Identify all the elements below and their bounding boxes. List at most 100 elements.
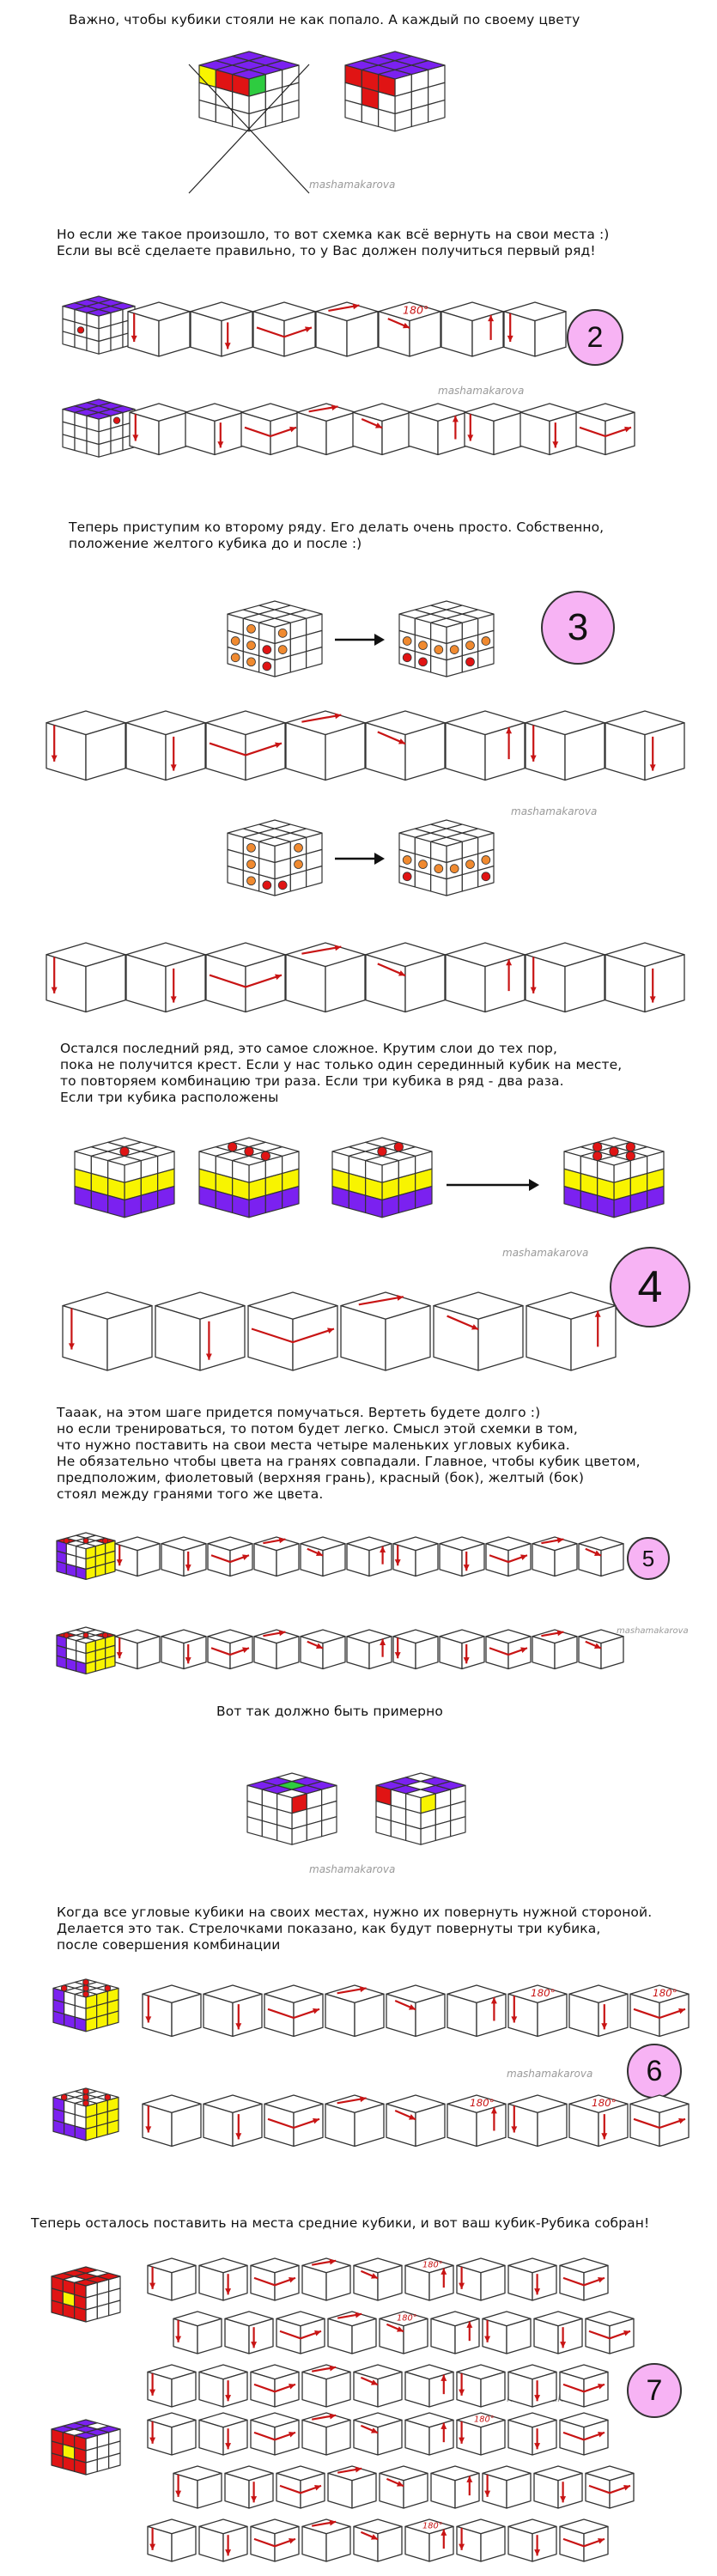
- rubik-cube: [51, 2419, 121, 2476]
- move-cube-icon: [408, 403, 468, 456]
- move-cube-icon: [46, 710, 126, 781]
- move-cube-icon: [300, 1629, 346, 1670]
- rubik-cube: [344, 51, 446, 132]
- watermark: mashamakarova: [511, 805, 598, 817]
- move-cube-icon: [568, 1984, 629, 2038]
- move-cube-icon: [224, 2465, 274, 2509]
- rotation-label: 180°: [653, 1987, 678, 1999]
- move-cube-icon: [485, 1629, 532, 1670]
- move-cube-icon: [185, 403, 245, 456]
- move-cube-icon: [301, 2364, 351, 2408]
- move-cube-icon: [629, 2094, 690, 2148]
- move-cube-icon: [404, 2364, 454, 2408]
- move-cube-icon: [507, 2412, 557, 2456]
- move-cube-icon: [482, 2465, 532, 2509]
- move-cube-icon: [441, 301, 504, 357]
- transition-arrow: [335, 634, 385, 646]
- move-cube-icon: [296, 403, 356, 456]
- rubik-cube: [51, 2266, 121, 2323]
- move-cube-icon: [532, 1536, 578, 1577]
- move-cube-icon: [301, 2518, 351, 2562]
- move-cube-icon: [276, 2465, 325, 2509]
- move-cube-icon: [155, 1291, 246, 1371]
- move-cube-icon: [300, 1536, 346, 1577]
- move-cube-icon: [129, 403, 189, 456]
- step-badge-4: 4: [610, 1247, 690, 1327]
- rotation-label: 180°: [470, 2097, 495, 2109]
- move-cube-icon: 180°: [447, 2094, 507, 2148]
- move-cube-icon: [533, 2311, 583, 2354]
- rubik-cube: [62, 398, 136, 458]
- move-cube-icon: [147, 2412, 197, 2456]
- move-cube-icon: [62, 1291, 153, 1371]
- move-cube-icon: [507, 2257, 557, 2301]
- move-cube-icon: [46, 942, 126, 1013]
- move-cube-icon: [464, 403, 524, 456]
- move-cube-icon: [379, 2465, 428, 2509]
- move-cube-icon: [203, 1984, 263, 2038]
- move-cube-icon: [198, 2412, 248, 2456]
- cross-out-line: [188, 64, 310, 194]
- step7-text: Теперь осталось поставить на места средн…: [31, 2215, 650, 2231]
- move-cube-icon: [240, 403, 301, 456]
- watermark: mashamakarova: [617, 1626, 689, 1636]
- move-cube-icon: [114, 1629, 161, 1670]
- move-cube-icon: [507, 2364, 557, 2408]
- move-cube-icon: [559, 2257, 609, 2301]
- move-cube-icon: [205, 710, 286, 781]
- move-cube-icon: [205, 942, 286, 1013]
- move-cube-icon: [585, 2465, 635, 2509]
- move-cube-icon: [285, 942, 366, 1013]
- move-cube-icon: [439, 1629, 485, 1670]
- move-cube-icon: [173, 2311, 222, 2354]
- rubik-cube: [52, 2087, 119, 2142]
- watermark: mashamakarova: [309, 179, 396, 191]
- move-cube-icon: [353, 2518, 403, 2562]
- move-cube-icon: 180°: [629, 1984, 690, 2038]
- rubik-cube: [62, 295, 136, 355]
- watermark: mashamakarova: [507, 2068, 593, 2080]
- move-cube-icon: [161, 1629, 207, 1670]
- move-cube-icon: [340, 1291, 431, 1371]
- move-cube-icon: [365, 942, 446, 1013]
- move-cube-icon: [578, 1629, 624, 1670]
- move-cube-icon: [507, 2094, 568, 2148]
- rubik-cube: [56, 1532, 116, 1581]
- move-cube-icon: [507, 2518, 557, 2562]
- move-cube-icon: [327, 2311, 377, 2354]
- step-badge-2: 2: [567, 309, 623, 366]
- move-cube-icon: [114, 1536, 161, 1577]
- move-cube-icon: [127, 301, 191, 357]
- move-cube-icon: [250, 2518, 300, 2562]
- rubik-cube: [198, 51, 300, 132]
- rubik-cube: [74, 1137, 175, 1218]
- move-cube-icon: [456, 2257, 506, 2301]
- rubik-cube: [563, 1137, 665, 1218]
- move-cube-icon: [447, 1984, 507, 2038]
- move-cube-icon: [578, 1536, 624, 1577]
- move-cube-icon: [147, 2257, 197, 2301]
- rotation-label: 180°: [474, 2415, 495, 2425]
- move-cube-icon: [142, 2094, 202, 2148]
- move-cube-icon: [353, 2412, 403, 2456]
- step-badge-7: 7: [627, 2363, 682, 2418]
- move-cube-icon: [533, 2465, 583, 2509]
- move-cube-icon: [605, 942, 685, 1013]
- move-cube-icon: [365, 710, 446, 781]
- move-cube-icon: [485, 1536, 532, 1577]
- move-cube-icon: [456, 2364, 506, 2408]
- rubik-cube: [52, 1978, 119, 2032]
- move-cube-icon: [352, 403, 412, 456]
- move-cube-icon: 180°: [456, 2412, 506, 2456]
- rubik-cube: [198, 1137, 300, 1218]
- move-cube-icon: [190, 301, 253, 357]
- move-cube-icon: [575, 403, 635, 456]
- move-cube-icon: [404, 2412, 454, 2456]
- move-cube-icon: [250, 2257, 300, 2301]
- move-cube-icon: [559, 2412, 609, 2456]
- move-cube-icon: 180°: [568, 2094, 629, 2148]
- rotation-label: 180°: [403, 304, 428, 317]
- rotation-label: 180°: [592, 2097, 617, 2109]
- move-cube-icon: [147, 2364, 197, 2408]
- move-cube-icon: [142, 1984, 202, 2038]
